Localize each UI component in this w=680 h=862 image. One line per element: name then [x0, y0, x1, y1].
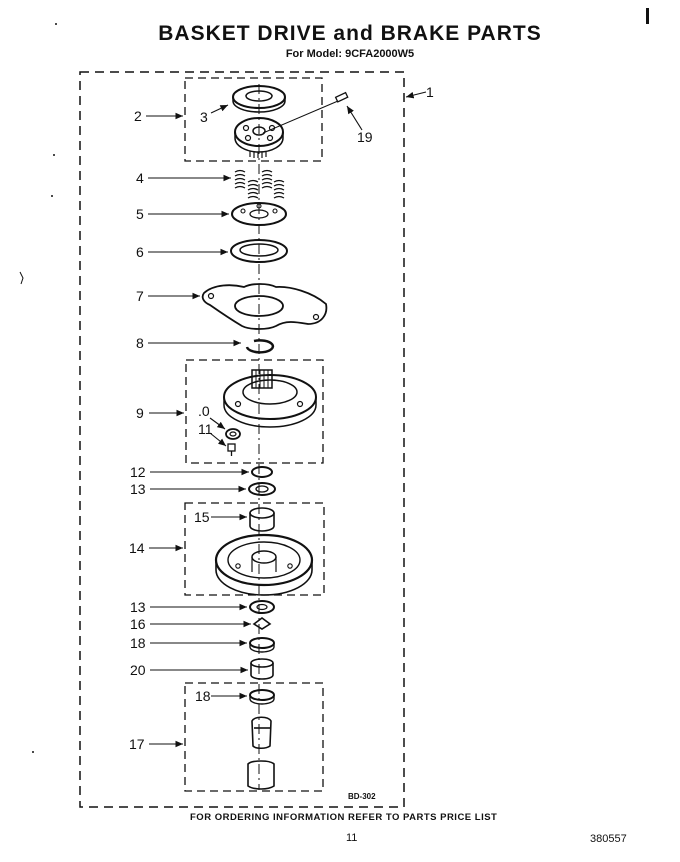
part-13-seal-lower: [249, 600, 275, 614]
part-8-ring: [245, 339, 275, 354]
callout-9: 9: [136, 405, 144, 421]
part-18-bearing-lower: [249, 689, 275, 705]
part-20-coupling: [250, 658, 274, 680]
part-16-washer: [252, 617, 272, 630]
part-9-brake-housing: [223, 369, 317, 428]
scan-marks: [19, 8, 649, 753]
part-4-springs: [234, 169, 285, 199]
callout-18-upper: 18: [130, 635, 146, 651]
document-number: 380557: [590, 833, 627, 845]
part-13-seal-upper: [248, 482, 276, 496]
part-17-shaft: [247, 716, 275, 790]
callout-13-lower: 13: [130, 599, 146, 615]
callout-18-lower: 18: [195, 688, 211, 704]
page-title: BASKET DRIVE and BRAKE PARTS: [158, 22, 542, 45]
callout-11: 11: [198, 421, 213, 437]
part-11-screw: [227, 443, 236, 456]
callout-7: 7: [136, 288, 144, 304]
callout-2: 2: [134, 108, 142, 124]
part-2-drive-hub: [234, 117, 284, 158]
callout-1: 1: [426, 84, 434, 100]
ordering-instruction: FOR ORDERING INFORMATION REFER TO PARTS …: [190, 812, 498, 823]
part-6-washer: [230, 239, 288, 263]
callout-16: 16: [130, 616, 146, 632]
callout-14: 14: [129, 540, 145, 556]
group-box-9: [185, 359, 324, 464]
callout-leaders: [146, 91, 427, 748]
callout-13-upper: 13: [130, 481, 146, 497]
callout-5: 5: [136, 206, 144, 222]
part-12-ring: [251, 466, 273, 478]
part-3-washer: [232, 85, 286, 113]
part-7-bracket: [201, 283, 328, 330]
group-box-2: [184, 77, 323, 162]
part-5-plate: [231, 202, 287, 226]
callout-10: .0: [198, 403, 210, 419]
part-18-bearing-upper: [249, 637, 275, 653]
part-15-bearing: [249, 507, 275, 532]
assembly-frame: [79, 71, 405, 808]
callout-17: 17: [129, 736, 145, 752]
callout-20: 20: [130, 662, 146, 678]
drawing-code: BD-302: [348, 792, 376, 801]
page-number: 11: [346, 832, 358, 844]
callout-8: 8: [136, 335, 144, 351]
part-14-pulley: [214, 533, 314, 596]
part-10-nut: [225, 428, 241, 440]
model-subtitle: For Model: 9CFA2000W5: [285, 48, 415, 60]
part-19-pin: [262, 91, 349, 134]
callout-3: 3: [200, 109, 208, 125]
group-box-17: [184, 682, 324, 792]
callout-4: 4: [136, 170, 144, 186]
callout-19: 19: [357, 129, 373, 145]
callout-15: 15: [194, 509, 210, 525]
callout-12: 12: [130, 464, 146, 480]
callout-6: 6: [136, 244, 144, 260]
